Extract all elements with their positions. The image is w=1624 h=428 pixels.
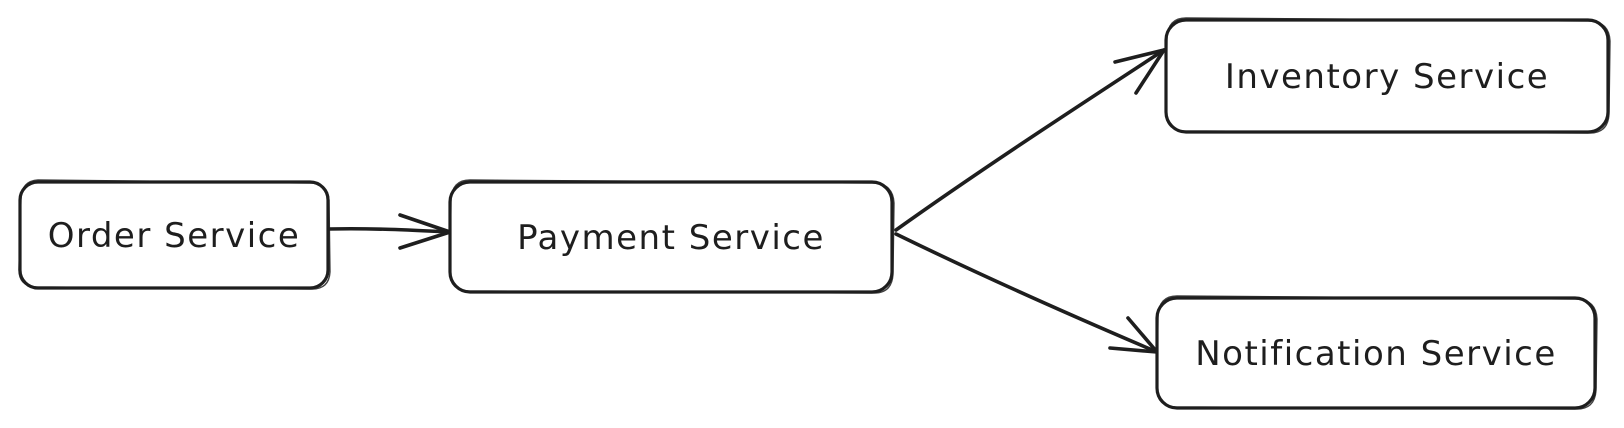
edge-order-to-payment-line (326, 226, 452, 234)
node-order-service[interactable]: Order Service (18, 179, 331, 290)
edge-payment-to-notification-line (894, 232, 1159, 354)
node-payment-service-label: Payment Service (517, 218, 825, 258)
node-notification-service-sketch-stroke (1156, 295, 1598, 410)
node-payment-service-sketch-stroke (449, 179, 895, 294)
edge-order-to-payment (326, 213, 452, 250)
edge-payment-to-inventory-line (894, 48, 1166, 232)
node-inventory-service-label: Inventory Service (1225, 57, 1549, 97)
node-inventory-service[interactable]: Inventory Service (1164, 17, 1611, 134)
node-payment-service[interactable]: Payment Service (448, 179, 895, 294)
node-order-service-label: Order Service (48, 216, 301, 256)
node-notification-service[interactable]: Notification Service (1155, 295, 1598, 410)
edge-payment-to-notification (894, 232, 1159, 354)
edge-payment-to-inventory (894, 48, 1166, 232)
edge-payment-to-inventory-arrowhead (1113, 48, 1166, 95)
node-order-service-sketch-stroke (18, 179, 331, 290)
node-inventory-service-sketch-stroke (1165, 17, 1611, 134)
node-notification-service-label: Notification Service (1195, 334, 1557, 374)
